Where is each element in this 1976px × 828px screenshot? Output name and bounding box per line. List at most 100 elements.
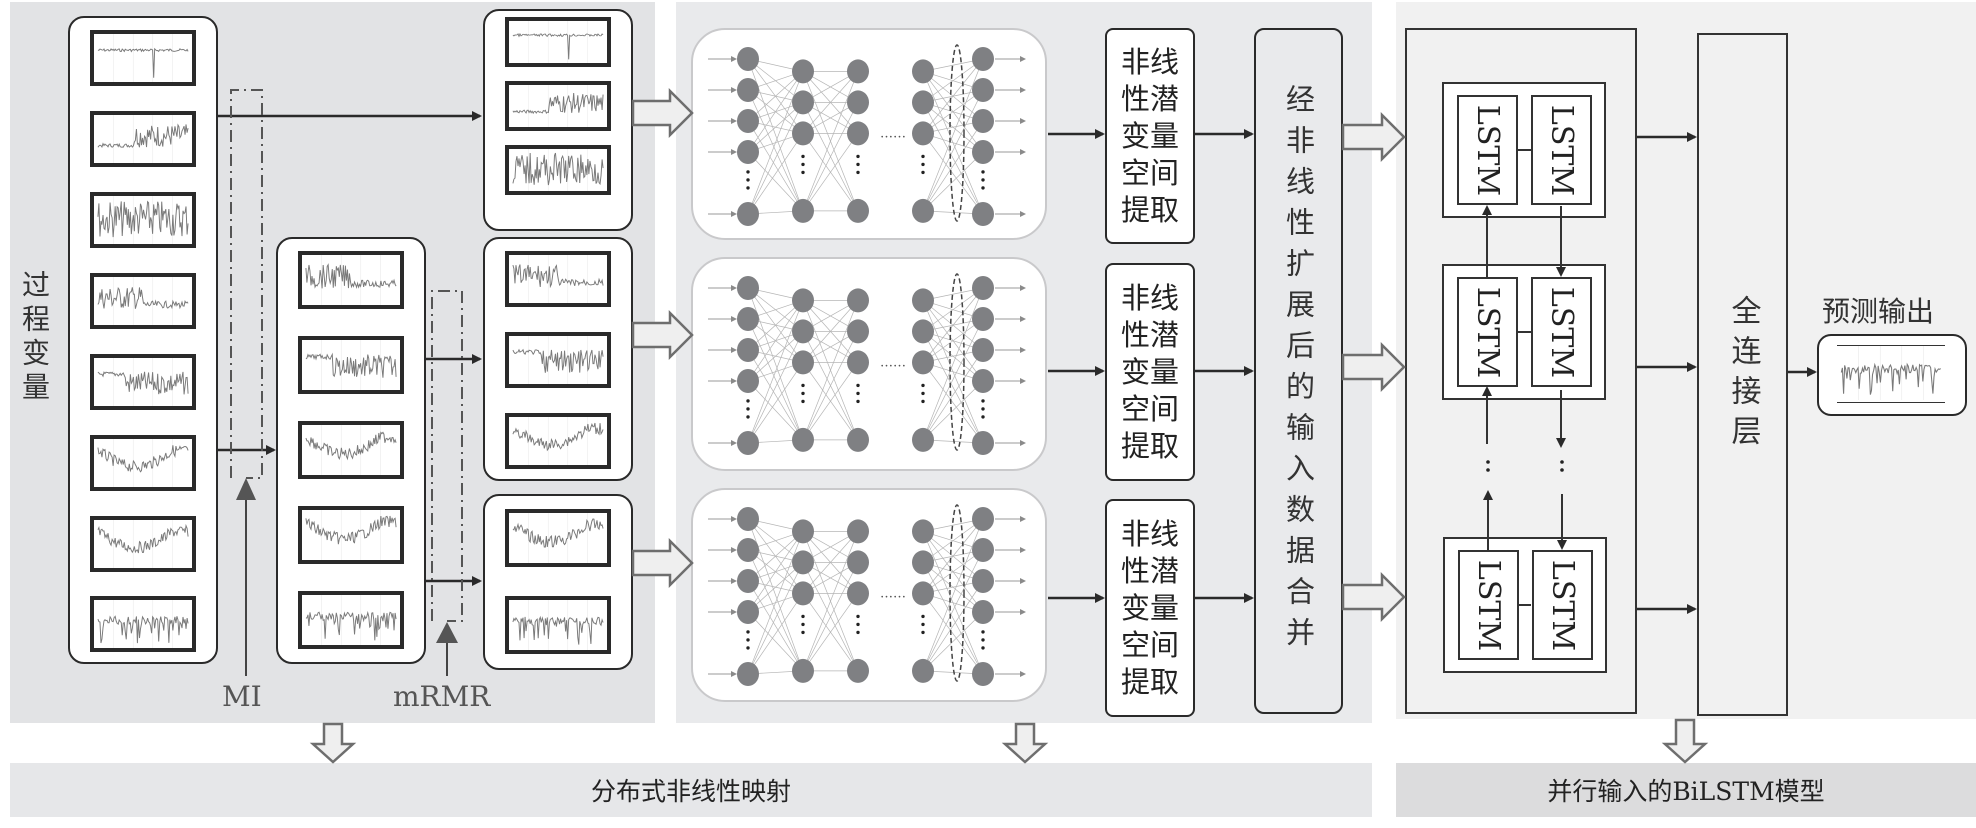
fully-connected-label: 全连接层 — [1725, 294, 1761, 455]
variable-subset-3 — [483, 494, 633, 670]
waveform-plot — [512, 336, 604, 384]
variable-chart — [505, 413, 611, 469]
distributed-nonlinear-mapping-label: 分布式非线性映射 — [590, 777, 791, 806]
waveform-plot — [305, 340, 397, 390]
latent-space-extraction-label: 非线性潜变量空间提取 — [1120, 280, 1179, 463]
waveform-line — [512, 93, 604, 115]
waveform-line — [97, 47, 189, 78]
variable-subset-1 — [483, 9, 633, 231]
waveform-plot — [305, 510, 397, 560]
waveform-plot — [512, 600, 604, 650]
neural-network-1 — [691, 28, 1047, 240]
waveform-line — [512, 615, 604, 645]
waveform-line — [305, 431, 397, 461]
variable-chart — [505, 509, 611, 567]
prediction-output-box — [1817, 334, 1967, 416]
process-variables-group — [68, 16, 218, 664]
variable-chart — [90, 111, 196, 167]
mrmr-label: mRMR — [393, 680, 491, 713]
variable-chart — [298, 421, 404, 479]
variable-chart — [298, 506, 404, 564]
waveform-plot — [305, 425, 397, 475]
hollow-arrow-down-2 — [1001, 722, 1049, 764]
variable-chart — [90, 354, 196, 410]
waveform-line — [97, 371, 189, 395]
latent-space-extraction-2: 非线性潜变量空间提取 — [1105, 263, 1195, 481]
waveform-plot — [512, 21, 604, 63]
waveform-line — [512, 32, 604, 60]
waveform-plot — [97, 358, 189, 406]
latent-space-extraction-label: 非线性潜变量空间提取 — [1120, 44, 1179, 227]
variable-chart — [90, 596, 196, 652]
variable-chart — [505, 332, 611, 388]
waveform-plot — [1840, 346, 1941, 400]
waveform-plot — [305, 595, 397, 645]
waveform-line — [97, 523, 189, 554]
backward-lstm-cell-2: LSTM — [1531, 277, 1592, 387]
waveform-plot — [97, 600, 189, 648]
hollow-arrow-down-3 — [1661, 718, 1709, 764]
variable-chart — [505, 145, 611, 195]
prediction-chart — [1837, 345, 1945, 403]
waveform-line — [305, 515, 397, 545]
distributed-nonlinear-mapping-bar: 分布式非线性映射 — [10, 763, 1372, 817]
parallel-bilstm-bar: 并行输入的BiLSTM模型 — [1396, 763, 1976, 817]
variable-chart — [90, 192, 196, 248]
prediction-output-label: 预测输出 — [1822, 295, 1935, 328]
variable-chart — [298, 251, 404, 309]
waveform-line — [512, 422, 604, 452]
neural-network-2 — [691, 257, 1047, 471]
waveform-line — [512, 264, 604, 289]
waveform-plot — [97, 196, 189, 244]
process-variables-label: 过程变量 — [18, 270, 51, 406]
lstm-label: LSTM — [1470, 104, 1506, 196]
forward-lstm-cell-1: LSTM — [1457, 95, 1518, 205]
variable-chart — [90, 30, 196, 86]
parallel-bilstm-label: 并行输入的BiLSTM模型 — [1547, 777, 1825, 806]
waveform-line — [305, 610, 397, 641]
forward-lstm-cell-2: LSTM — [1457, 277, 1518, 387]
merge-expanded-inputs-label: 经非线性扩展后的输入数据合并 — [1281, 84, 1316, 658]
variable-chart — [505, 81, 611, 131]
neural-network-3 — [691, 488, 1047, 702]
lstm-label: LSTM — [1470, 286, 1506, 378]
waveform-line — [512, 152, 604, 186]
mi-label: MI — [222, 680, 262, 713]
variable-chart — [298, 591, 404, 649]
waveform-plot — [512, 513, 604, 563]
waveform-line — [97, 615, 189, 644]
waveform-plot — [97, 439, 189, 487]
waveform-plot — [97, 520, 189, 568]
lstm-label: LSTM — [1544, 286, 1580, 378]
forward-lstm-cell-3: LSTM — [1458, 550, 1519, 660]
waveform-line — [305, 352, 397, 378]
waveform-plot — [512, 417, 604, 465]
lstm-label: LSTM — [1471, 559, 1507, 651]
variable-subset-2 — [483, 237, 633, 481]
latent-space-extraction-1: 非线性潜变量空间提取 — [1105, 28, 1195, 244]
waveform-line — [97, 287, 189, 310]
lstm-label: LSTM — [1544, 104, 1580, 196]
waveform-line — [97, 200, 189, 238]
waveform-plot — [97, 34, 189, 82]
waveform-line — [97, 445, 189, 473]
waveform-line — [512, 348, 604, 373]
backward-lstm-cell-1: LSTM — [1531, 95, 1592, 205]
waveform-plot — [305, 255, 397, 305]
waveform-line — [1840, 362, 1941, 395]
waveform-plot — [97, 277, 189, 325]
waveform-plot — [512, 149, 604, 191]
waveform-plot — [97, 115, 189, 163]
mi-selected-group — [276, 237, 426, 664]
waveform-plot — [512, 255, 604, 303]
variable-chart — [505, 596, 611, 654]
backward-lstm-cell-3: LSTM — [1532, 550, 1593, 660]
hollow-arrow-down-1 — [309, 722, 357, 764]
latent-space-extraction-3: 非线性潜变量空间提取 — [1105, 499, 1195, 717]
variable-chart — [90, 273, 196, 329]
waveform-plot — [512, 85, 604, 127]
waveform-line — [97, 123, 189, 149]
variable-chart — [505, 17, 611, 67]
merge-expanded-inputs-box: 经非线性扩展后的输入数据合并 — [1254, 28, 1343, 714]
lstm-label: LSTM — [1545, 559, 1581, 651]
